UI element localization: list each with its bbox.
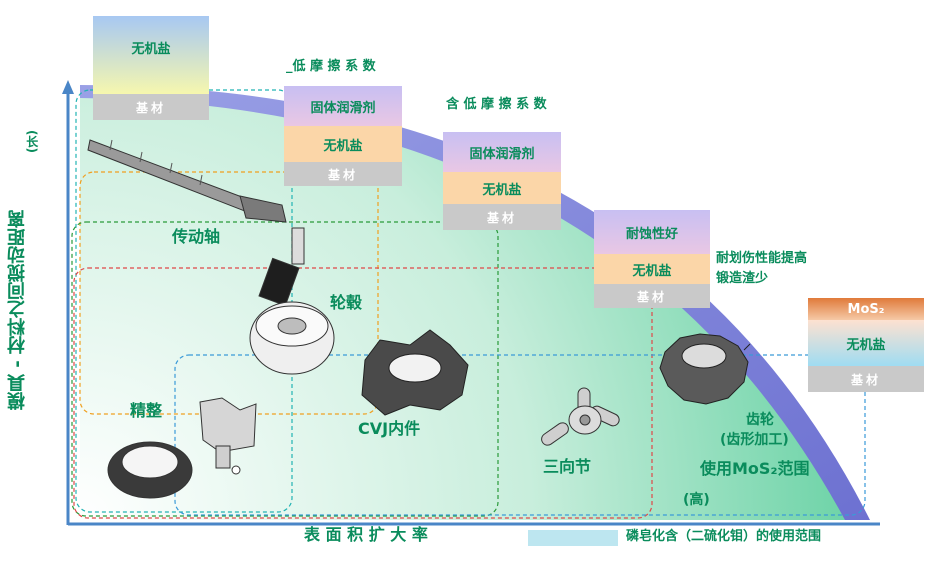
drive-shaft-illustration [87,139,287,223]
coating-card-4: 耐蚀性好 无机盐 基材 [594,210,710,308]
layer-inorganic-salt: 无机盐 [443,172,561,204]
layer-mos2: MoS₂ [808,298,924,320]
y-axis-unit: (长) [24,130,39,153]
label-gear-machining: (齿形加工) [720,432,789,448]
x-axis-label: 表 面 积 扩 大 率 [304,525,428,544]
range-box-orange [79,171,379,415]
hub-illustration [249,227,335,375]
card-2-heading: _低 摩 擦 系 数 [286,59,376,74]
range-box-blue [174,354,866,516]
coating-card-3: 固体润滑剂 无机盐 基材 [443,132,561,230]
x-axis-unit: (高) [683,492,710,508]
coating-card-5: MoS₂ 无机盐 基材 [808,298,924,392]
coating-card-2: 固体润滑剂 无机盐 基材 [284,86,402,186]
card-3-heading: 含 低 摩 擦 系 数 [446,97,547,112]
label-gear: 齿轮 [746,412,774,428]
range-box-red [73,267,653,519]
legend-label: 磷皂化含（二硫化钼）的使用范围 [626,529,822,544]
layer-corrosion-resistant: 耐蚀性好 [594,210,710,254]
y-axis-label: 模具 - 材料之间搅动距离 [7,210,28,411]
tripod-illustration [541,387,620,446]
y-axis-arrow [62,80,74,94]
layer-solid-lubricant: 固体润滑剂 [284,86,402,126]
cvj-inner-illustration [361,329,469,416]
layer-substrate: 基材 [808,366,924,392]
card-4-note-1: 耐划伤性能提高 [716,251,808,266]
label-finishing: 精整 [130,401,163,420]
label-tripod: 三向节 [543,457,592,476]
label-hub: 轮毂 [330,293,363,312]
gear-illustration [659,333,751,405]
legend-swatch [528,530,618,546]
coating-card-1: 无机盐 基材 [93,16,209,120]
layer-inorganic-salt: 无机盐 [808,320,924,366]
label-drive-shaft: 传动轴 [172,227,221,246]
layer-inorganic-salt: 无机盐 [284,126,402,162]
label-cvj: CVJ内件 [358,419,421,438]
layer-substrate: 基材 [443,204,561,230]
layer-solid-lubricant: 固体润滑剂 [443,132,561,172]
layer-substrate: 基材 [594,284,710,308]
finishing-illustration [107,397,257,499]
layer-inorganic-salt: 无机盐 [93,16,209,94]
label-mos2-range: 使用MoS₂范围 [700,459,810,478]
layer-substrate: 基材 [93,94,209,120]
layer-inorganic-salt: 无机盐 [594,254,710,284]
card-4-note-2: 锻造渣少 [716,271,769,286]
layer-substrate: 基材 [284,162,402,186]
